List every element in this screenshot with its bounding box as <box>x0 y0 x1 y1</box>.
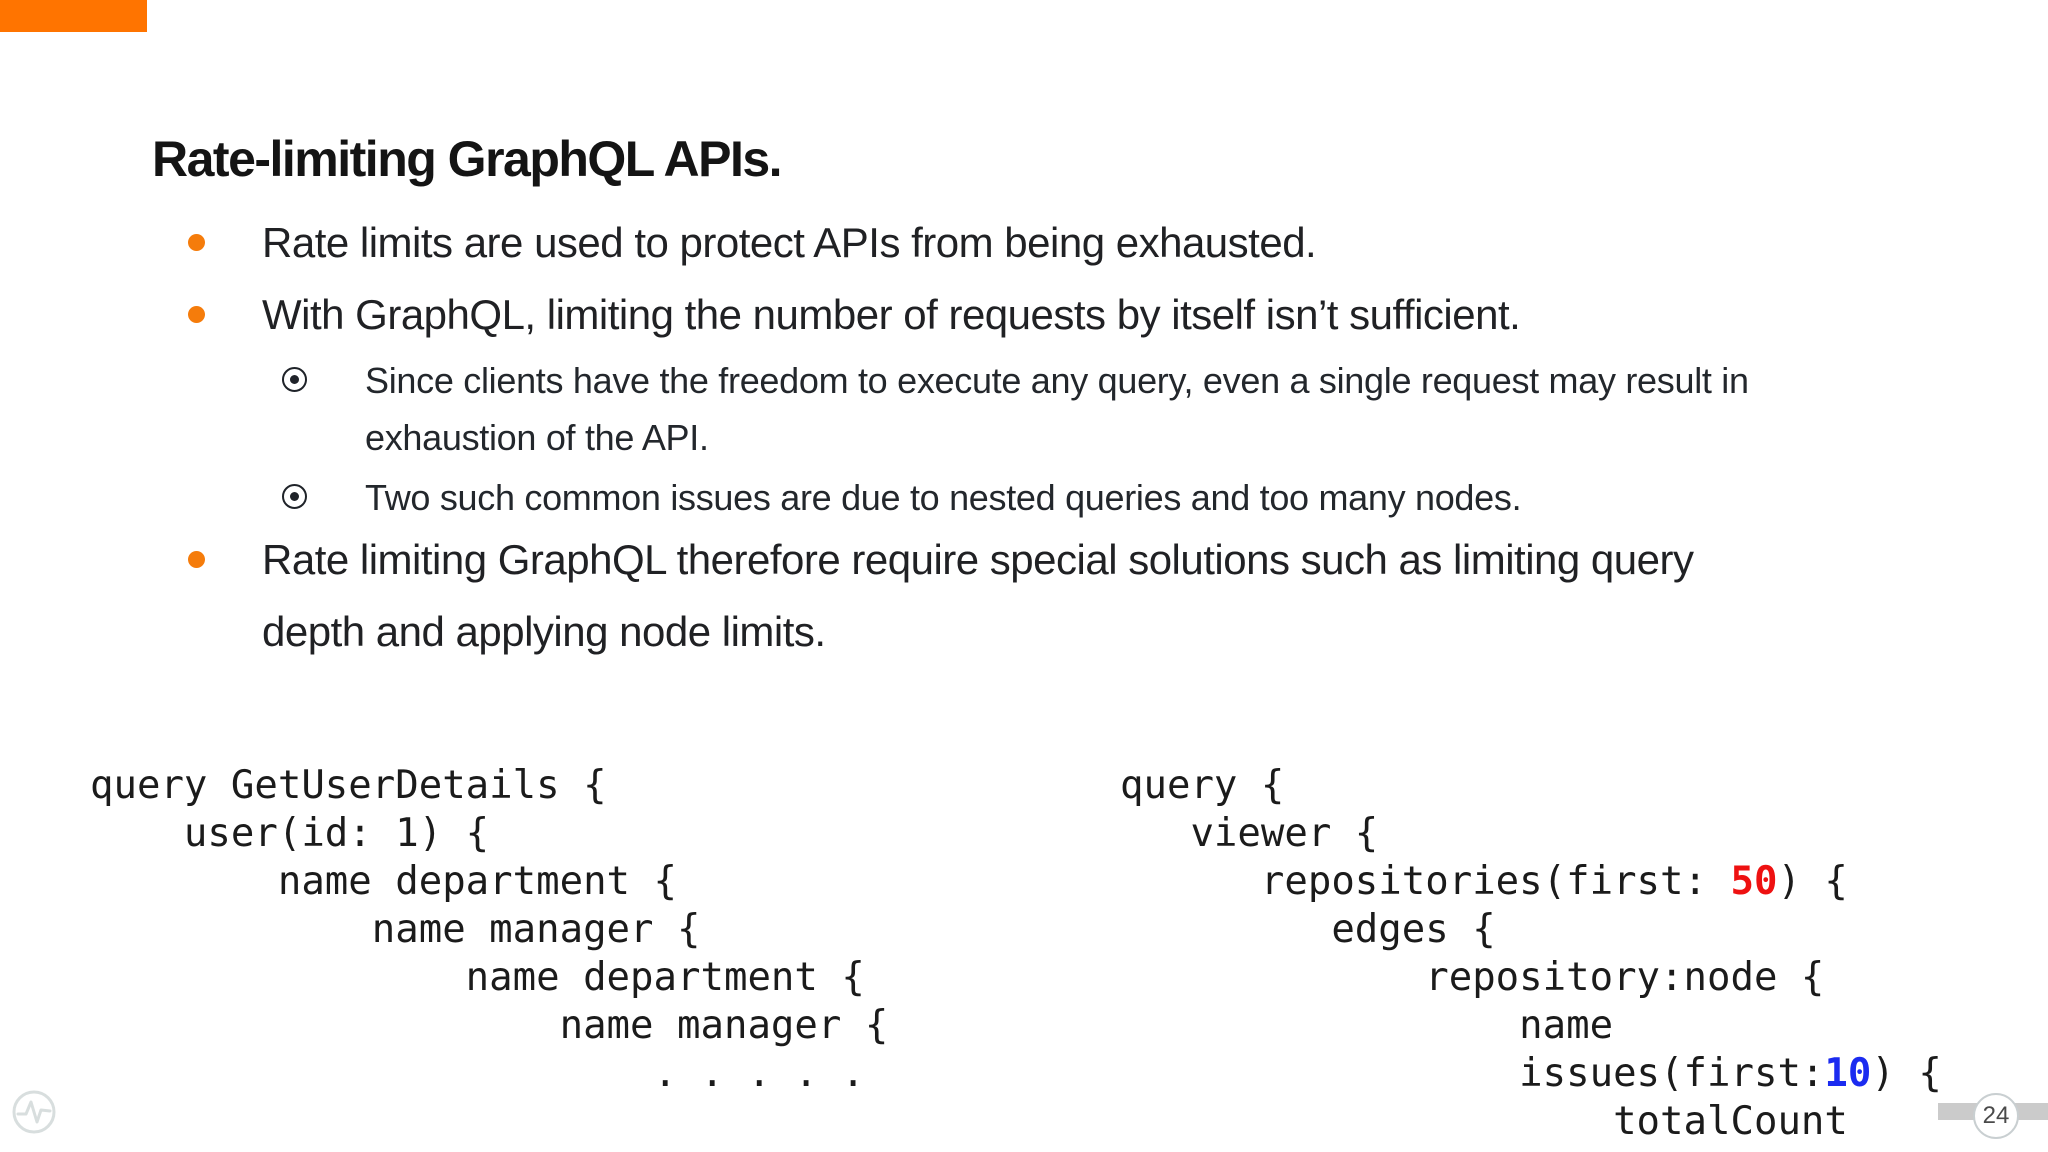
accent-top-bar <box>0 0 147 32</box>
page-title: Rate-limiting GraphQL APIs. <box>152 130 783 187</box>
sub-bullet-text: Two such common issues are due to nested… <box>365 477 1522 518</box>
code-line: user(id: 1) { <box>90 811 490 856</box>
bullet-text: With GraphQL, limiting the number of req… <box>262 291 1521 338</box>
code-line: . . . . . <box>90 1051 865 1096</box>
code-line: name <box>1120 1003 1614 1048</box>
bullet-text: Rate limits are used to protect APIs fro… <box>262 219 1317 266</box>
page-number: 24 <box>1982 1102 2010 1129</box>
circled-dot-icon <box>282 484 307 509</box>
sub-bullet-text: Since clients have the freedom to execut… <box>365 360 1749 458</box>
circled-dot-icon <box>282 367 307 392</box>
code-number-50: 50 <box>1730 859 1778 904</box>
code-segment: issues(first: <box>1120 1051 1825 1096</box>
code-line: query GetUserDetails { <box>90 763 607 808</box>
code-line: name manager { <box>90 907 701 952</box>
code-line: query { <box>1120 763 1285 808</box>
code-line: totalCount <box>1120 1099 1848 1144</box>
code-line: repository:node { <box>1120 955 1825 1000</box>
code-segment: repositories(first: <box>1120 859 1731 904</box>
code-line: repositories(first: 50) { <box>1120 858 1942 906</box>
code-line: viewer { <box>1120 811 1379 856</box>
bullet-text: Rate limiting GraphQL therefore require … <box>262 536 1694 655</box>
code-line: name department { <box>90 859 677 904</box>
code-block-node-limit-query: query { viewer { repositories(first: 50)… <box>1120 762 1942 1146</box>
bullet-dot-icon <box>188 551 205 568</box>
bullet-dot-icon <box>188 306 205 323</box>
code-line: name department { <box>90 955 865 1000</box>
code-number-10: 10 <box>1824 1051 1872 1096</box>
code-segment: ) { <box>1871 1051 1942 1096</box>
page-number-badge: 24 <box>1973 1093 2019 1139</box>
code-line: edges { <box>1120 907 1496 952</box>
code-line: name manager { <box>90 1003 889 1048</box>
pulse-circle-icon <box>12 1090 56 1134</box>
code-line: issues(first:10) { <box>1120 1050 1942 1098</box>
code-block-nested-query: query GetUserDetails { user(id: 1) { nam… <box>90 762 888 1098</box>
code-segment: ) { <box>1777 859 1848 904</box>
bullet-dot-icon <box>188 234 205 251</box>
